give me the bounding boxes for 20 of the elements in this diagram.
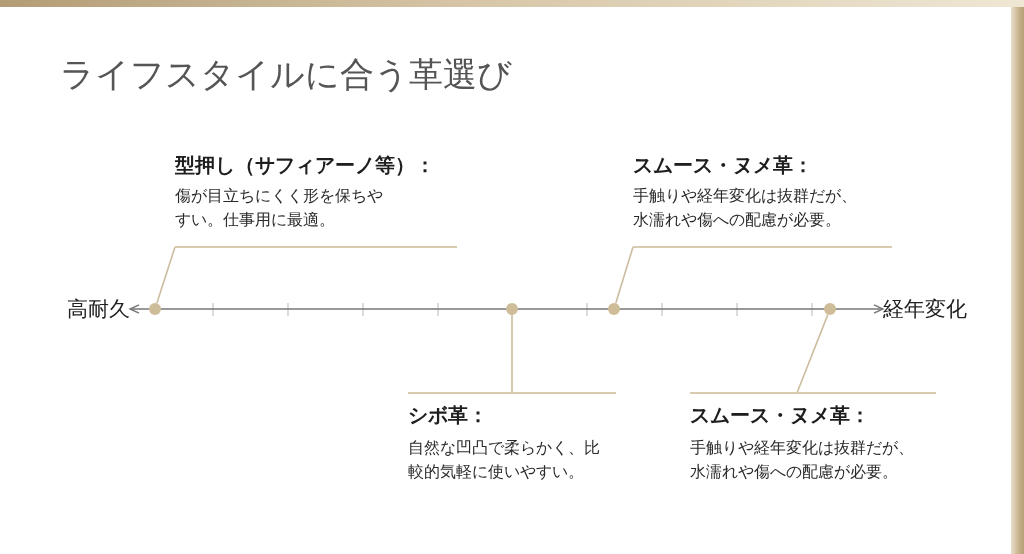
leader-line: [511, 314, 513, 394]
position-dot: [608, 303, 620, 315]
callout-heading: スムース・ヌメ革：: [633, 152, 814, 178]
position-dot: [824, 303, 836, 315]
leader-line: [156, 246, 176, 305]
callout-text: 傷が目立ちにくく形を保ちやすい。仕事用に最適。: [175, 185, 384, 231]
callout-heading: 型押し（サフィアーノ等）：: [175, 152, 436, 178]
scale-end-label: 経年変化: [883, 294, 978, 324]
callout-text: 手触りや経年変化は抜群だが、水濡れや傷への配慮が必要。: [633, 185, 858, 231]
position-dot: [149, 303, 161, 315]
callout-heading: スムース・ヌメ革：: [690, 402, 871, 428]
callout-heading: シボ革：: [408, 402, 489, 428]
title: ライフスタイルに合う革選び: [60, 53, 512, 96]
callout-text: 自然な凹凸で柔らかく、比較的気軽に使いやすい。: [408, 437, 601, 483]
double-arrow: [129, 304, 884, 314]
leader-line: [614, 246, 634, 305]
leader-line: [796, 313, 829, 394]
scale-end-label: 高耐久: [48, 294, 130, 324]
position-dot: [506, 303, 518, 315]
callout-text: 手触りや経年変化は抜群だが、水濡れや傷への配慮が必要。: [690, 437, 915, 483]
